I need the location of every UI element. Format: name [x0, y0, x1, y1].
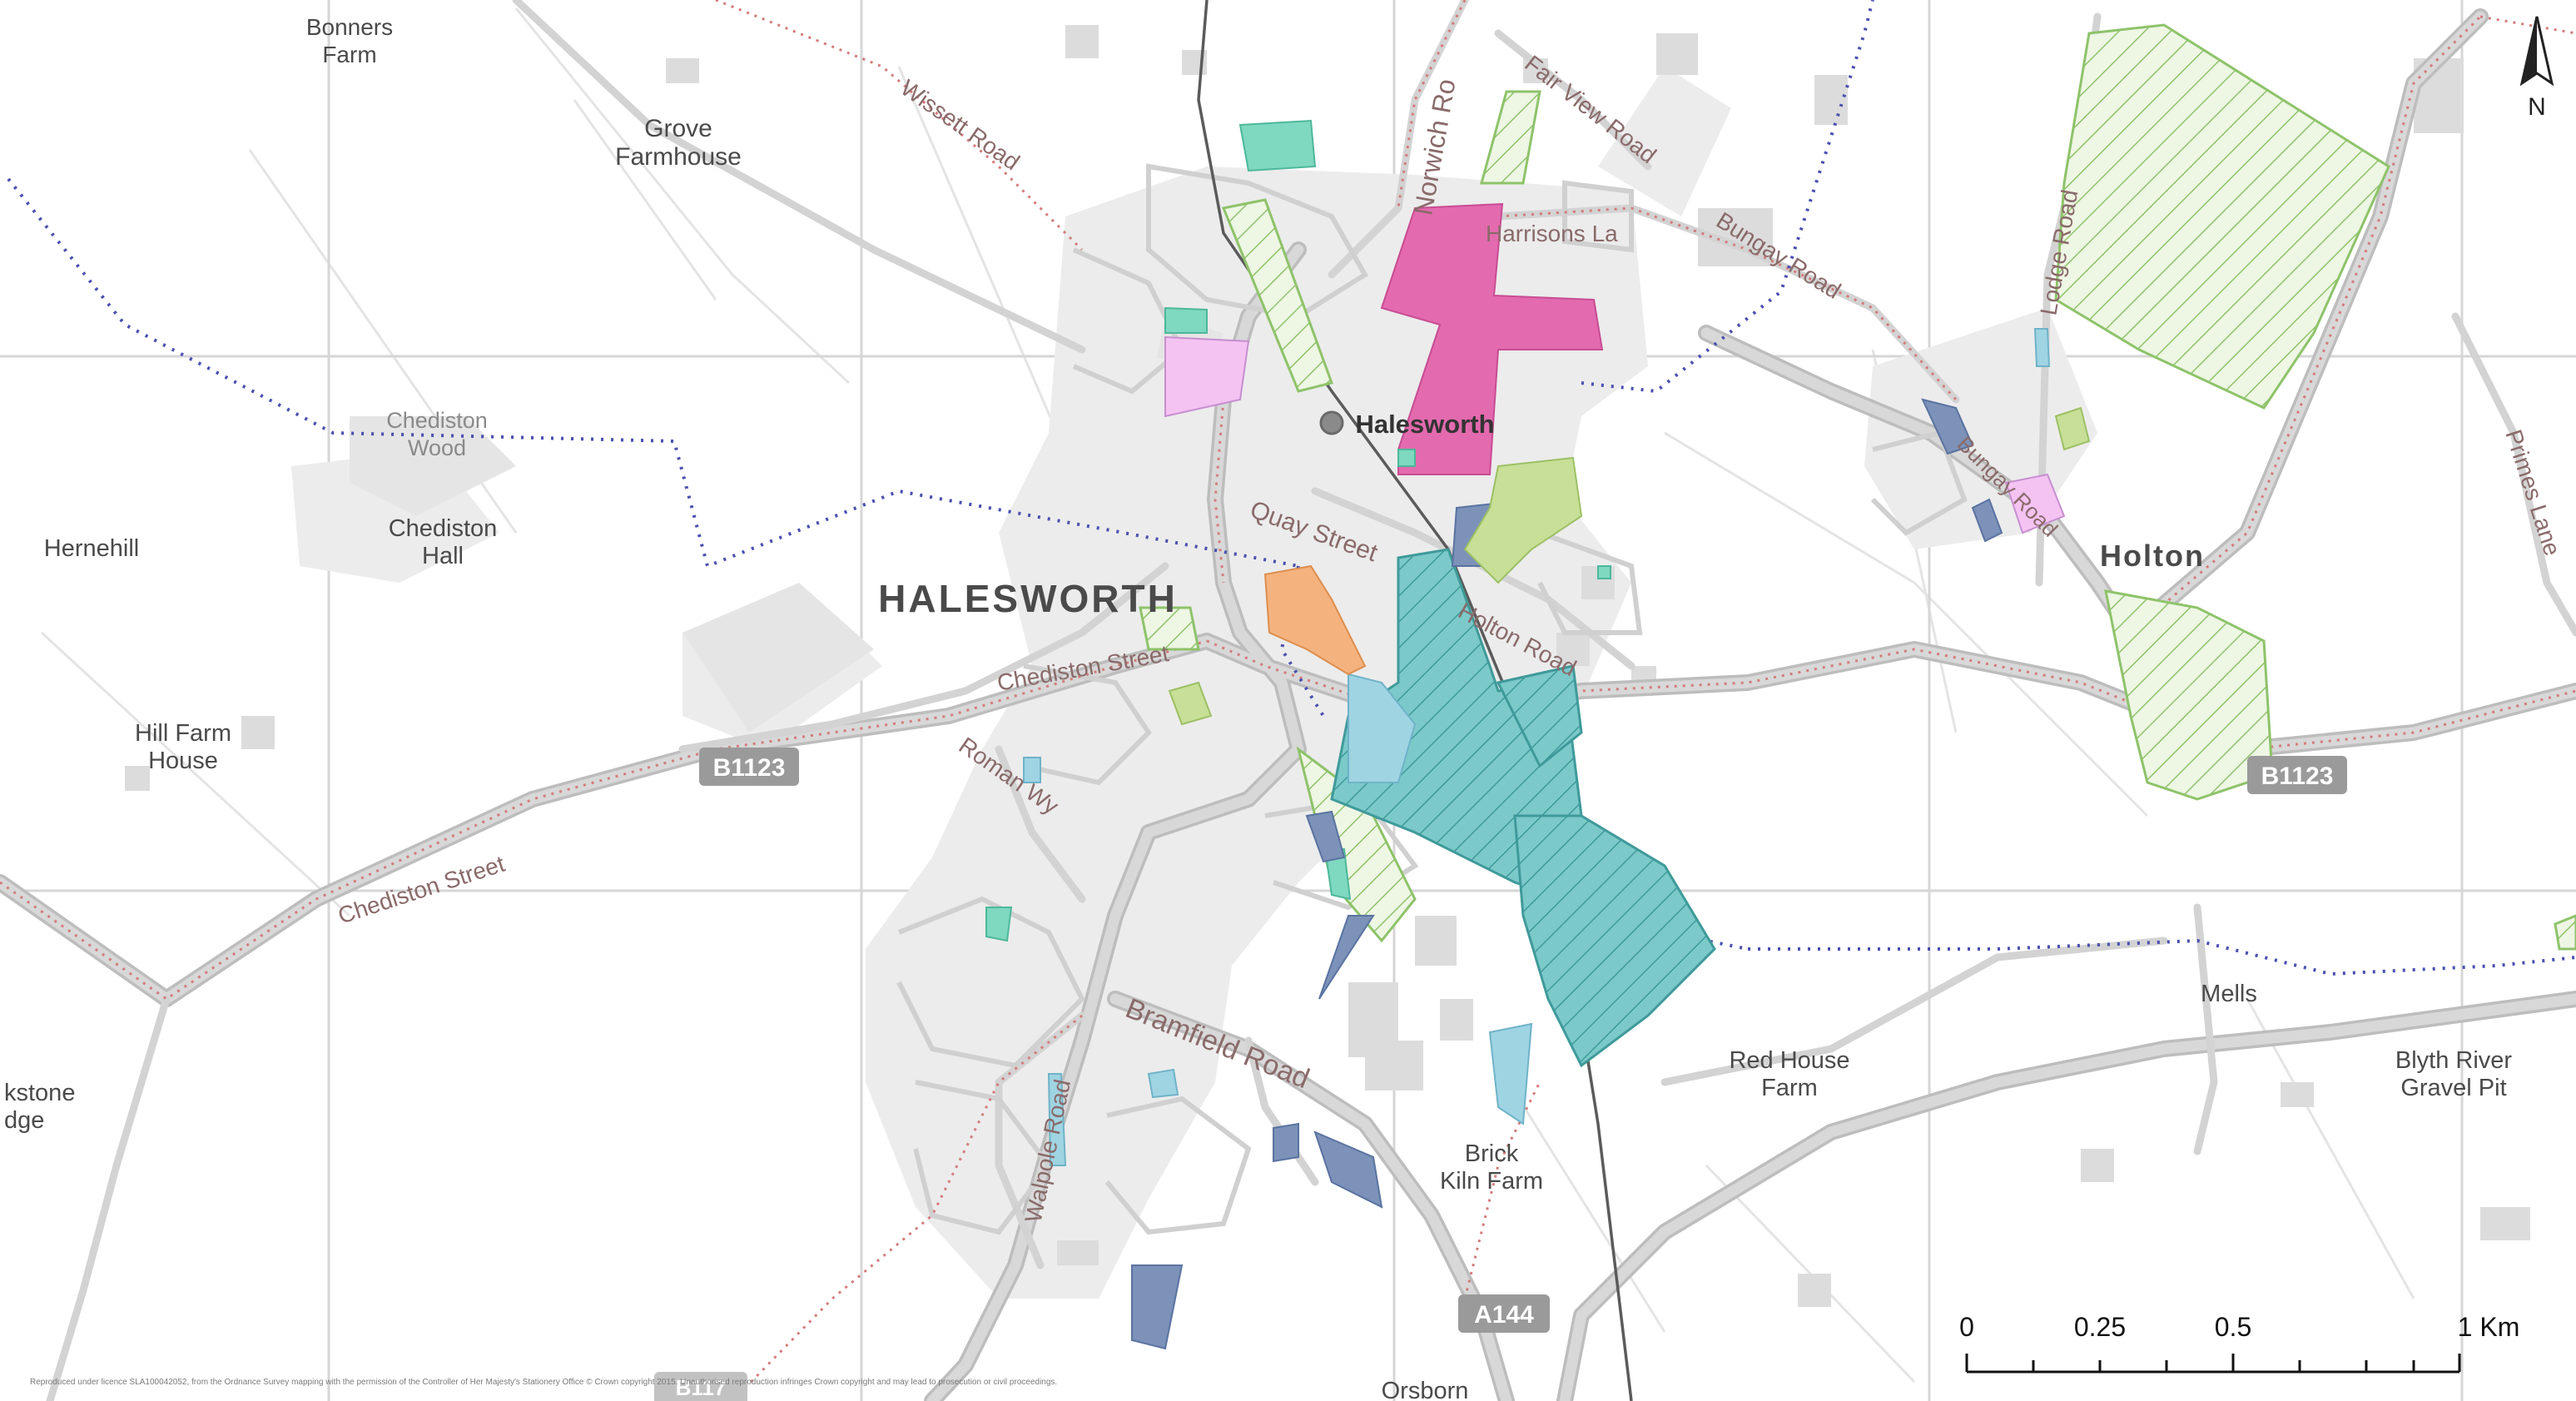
place-halesworth-town: HALESWORTH	[878, 577, 1178, 620]
development-sites	[985, 23, 2576, 1350]
shield-a144: A144	[1474, 1301, 1534, 1329]
site-dark-blue-south	[1131, 1264, 1184, 1350]
shield-b1123-west: B1123	[713, 754, 786, 782]
road-shields: B1123 B1123 A144 B117	[654, 748, 2347, 1401]
site-hatched-green-holton-north	[2054, 23, 2390, 410]
site-dark-blue-tri	[1318, 915, 1375, 1000]
place-halesworth-station: Halesworth	[1355, 410, 1494, 439]
scale-label-0-25: 0.25	[2074, 1312, 2126, 1342]
site-light-blue-central	[1348, 673, 1417, 783]
site-teal-small-1	[1164, 306, 1208, 334]
site-magenta	[1380, 202, 1604, 475]
site-light-green-central	[1463, 456, 1583, 584]
site-hatched-green-west	[1139, 606, 1200, 651]
site-light-blue-small-1	[1023, 757, 1041, 783]
shield-a144-bg	[1458, 1294, 1550, 1333]
place-mells: Mells	[2201, 981, 2257, 1007]
scale-bar: 0 0.25 0.5 1 Km	[1959, 1312, 2520, 1374]
site-teal-small-4	[1597, 565, 1611, 579]
place-hernehill: Hernehill	[44, 535, 139, 562]
site-light-blue-small-2	[1147, 1068, 1179, 1099]
site-light-green-holton	[2054, 406, 2091, 451]
parish-boundary	[7, 0, 2576, 976]
scale-label-0: 0	[1959, 1312, 1974, 1342]
site-dark-blue-holton-1	[1921, 398, 1974, 455]
site-hatched-green-holton-south	[2104, 589, 2274, 801]
site-orange	[1263, 564, 1367, 676]
site-light-green-chediston	[1168, 681, 1213, 726]
site-light-blue-south	[1488, 1022, 1533, 1125]
site-teal-small-2	[985, 907, 1013, 942]
place-holton: Holton	[2100, 539, 2205, 573]
site-dark-blue-small	[1273, 1122, 1299, 1163]
site-hatched-green-east-edge	[2554, 914, 2576, 951]
station-marker	[1319, 410, 1344, 435]
shield-b1123-east: B1123	[2261, 763, 2334, 790]
road-label-harrisons-lane: Harrisons La	[1486, 221, 1618, 246]
place-orsborn: Orsborn	[1382, 1378, 1469, 1401]
buildings	[125, 25, 2530, 1307]
north-label: N	[2528, 93, 2546, 121]
site-hatched-green-rail-north	[1221, 198, 1333, 393]
site-dark-blue-bramfield	[1313, 1130, 1383, 1209]
copyright-text: Reproduced under licence SLA100042052, f…	[30, 1378, 1057, 1387]
site-teal-north	[1238, 119, 1317, 172]
site-light-blue-walpole	[1047, 1073, 1067, 1166]
site-light-blue-holton	[2033, 328, 2051, 367]
site-hatched-teal-east	[1496, 664, 1583, 768]
site-teal-small-3	[1397, 449, 1416, 467]
shield-b1117-bg	[654, 1372, 747, 1401]
site-light-pink-west	[1164, 335, 1250, 418]
site-dark-blue-holton-2	[1971, 498, 2003, 543]
site-dark-blue-west	[1305, 810, 1346, 863]
scale-label-0-5: 0.5	[2215, 1312, 2251, 1342]
north-arrow: N	[2519, 16, 2554, 121]
site-hatched-green-fairview	[1480, 90, 1541, 185]
site-hatched-teal-south	[1513, 814, 1716, 1068]
shield-b1123-east-bg	[2247, 756, 2347, 794]
scale-label-1km: 1 Km	[2458, 1312, 2520, 1342]
shield-b1123-west-bg	[699, 748, 799, 786]
shield-b1117: B117	[676, 1375, 727, 1400]
site-light-pink-holton	[2004, 473, 2066, 534]
